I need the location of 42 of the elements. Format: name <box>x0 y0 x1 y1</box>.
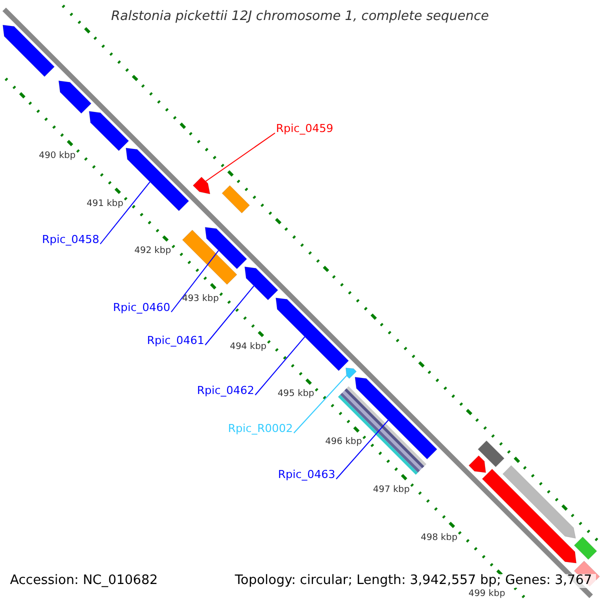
gene-feature <box>222 185 250 214</box>
gene-feature <box>276 298 349 371</box>
gene-feature <box>482 468 577 564</box>
gene-label: Rpic_0459 <box>276 122 334 136</box>
gene-feature <box>58 80 92 114</box>
gene-feature <box>2 24 55 77</box>
gene-feature <box>192 176 210 194</box>
position-label: 499 kbp <box>468 588 506 600</box>
leader-line <box>254 336 306 396</box>
gene-feature <box>244 266 278 300</box>
leader-line <box>204 285 254 346</box>
position-label: 497 kbp <box>373 484 410 497</box>
position-label: 498 kbp <box>420 532 458 545</box>
leader-line <box>336 420 389 480</box>
gene-label: Rpic_0462 <box>197 384 254 398</box>
gene-feature <box>468 455 486 473</box>
gene-feature <box>88 110 129 152</box>
gene-feature <box>574 536 598 560</box>
leader-line <box>293 375 347 434</box>
leader-line <box>100 181 150 244</box>
position-label: 493 kbp <box>182 292 219 306</box>
gene-label: Rpic_0458 <box>42 233 100 247</box>
accession-text: Accession: NC_010682 <box>10 574 158 588</box>
gene-feature <box>346 368 357 379</box>
gene-feature <box>204 226 248 270</box>
gene-feature <box>502 465 576 539</box>
gene-label: Rpic_0463 <box>278 468 336 482</box>
position-label: 496 kbp <box>325 436 362 450</box>
position-label: 490 kbp <box>38 150 76 163</box>
gene-label: Rpic_R0002 <box>228 422 293 436</box>
leader-line <box>205 132 276 182</box>
position-label: 494 kbp <box>230 340 267 354</box>
gene-feature <box>126 148 190 212</box>
gene-feature <box>478 440 504 468</box>
gene-label: Rpic_0460 <box>113 301 170 315</box>
gene-label: Rpic_0461 <box>147 334 204 348</box>
position-label: 495 kbp <box>278 388 314 402</box>
gene-feature <box>182 230 238 285</box>
diagram-title: Ralstonia pickettii 12J chromosome 1, complete sequence <box>110 10 490 24</box>
position-label: 491 kbp <box>86 198 124 210</box>
leader-line <box>170 250 219 312</box>
position-label: 492 kbp <box>134 245 172 258</box>
